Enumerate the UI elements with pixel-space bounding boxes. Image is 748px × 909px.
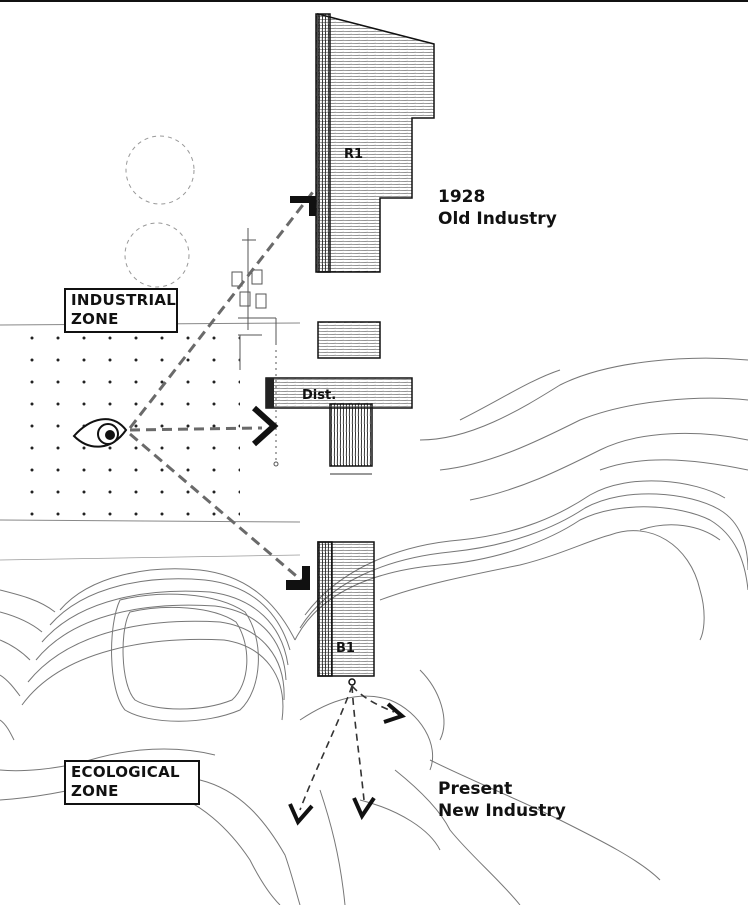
b1-origin-point xyxy=(349,679,355,685)
present-industry-label: New Industry xyxy=(438,800,566,822)
building-r1: R1 xyxy=(316,14,434,272)
present-chevron-icons xyxy=(290,704,402,822)
chevron-icon xyxy=(384,704,402,722)
present-sightlines xyxy=(300,686,394,810)
dashed-tree-circles xyxy=(125,136,194,287)
connector-block xyxy=(318,322,380,358)
present-industry-period: Present xyxy=(438,778,566,800)
ecological-zone-label-line2: ZONE xyxy=(71,782,193,801)
building-dist-label: Dist. xyxy=(302,388,336,403)
ecological-zone-label: ECOLOGICAL ZONE xyxy=(64,760,200,805)
chevron-icon xyxy=(290,804,312,822)
industrial-zone-label-line1: INDUSTRIAL xyxy=(71,291,171,310)
ecological-zone-label-line1: ECOLOGICAL xyxy=(71,763,193,782)
building-b1: B1 xyxy=(318,542,374,676)
building-r1-label: R1 xyxy=(344,147,363,162)
industrial-zone-label: INDUSTRIAL ZONE xyxy=(64,288,178,333)
building-b1-label: B1 xyxy=(336,641,355,656)
industrial-zone-label-line2: ZONE xyxy=(71,310,171,329)
building-dist: Dist. xyxy=(266,378,412,474)
old-industry-label: Old Industry xyxy=(438,208,557,230)
tree-circle xyxy=(125,223,189,287)
old-industry-year: 1928 xyxy=(438,186,557,208)
sightline-dist xyxy=(130,428,262,430)
tree-circle xyxy=(126,136,194,204)
old-industry-caption: 1928 Old Industry xyxy=(438,186,557,230)
present-industry-caption: Present New Industry xyxy=(438,778,566,822)
sightline-end-dist-chevron-icon xyxy=(254,408,274,444)
